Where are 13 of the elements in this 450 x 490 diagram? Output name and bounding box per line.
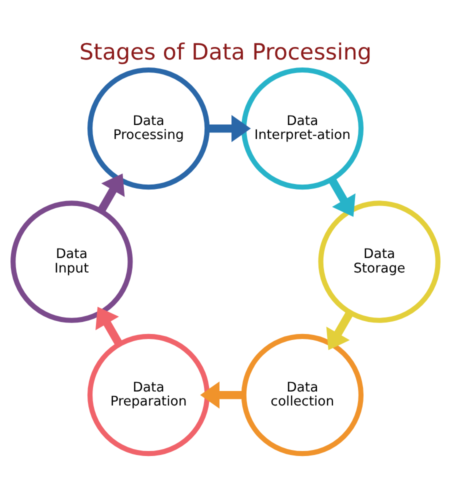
node-circle: Data Input xyxy=(10,200,132,322)
arrow xyxy=(206,114,250,142)
node-circle: Data Interpret-ation xyxy=(240,66,364,190)
node-circle: Data Processing xyxy=(86,66,210,190)
arrow xyxy=(95,306,122,346)
arrow xyxy=(200,381,244,408)
arrow xyxy=(326,310,354,350)
diagram-title: Stages of Data Processing xyxy=(78,38,372,65)
node-circle: Data collection xyxy=(240,333,364,456)
node-circle: Data Preparation xyxy=(86,333,210,456)
arrow xyxy=(96,172,124,213)
arrow xyxy=(328,176,355,216)
node-circle: Data Storage xyxy=(318,200,440,322)
